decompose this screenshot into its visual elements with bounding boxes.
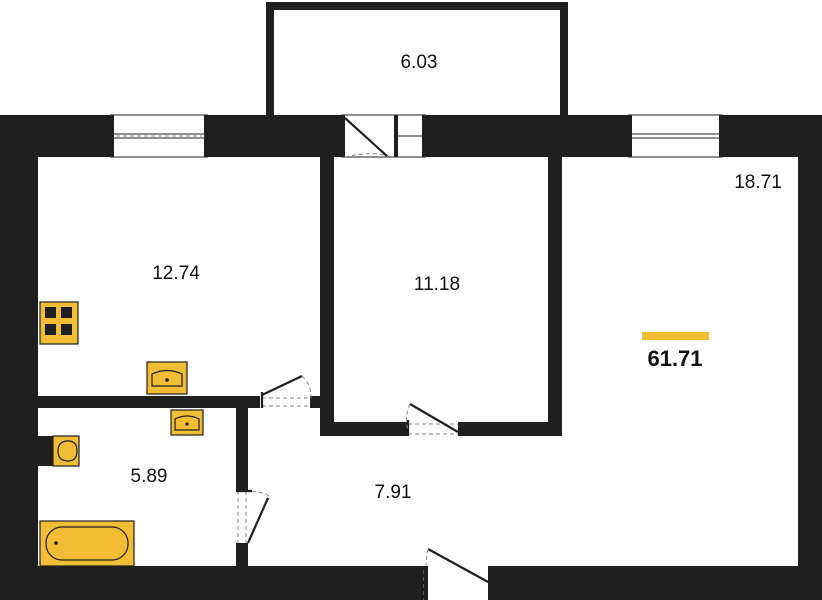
wall-kitchen-bottom	[36, 396, 260, 408]
bedroom-door	[405, 403, 459, 436]
wall-bedroom-bottom-right	[458, 422, 562, 436]
wall-bathroom-right-lower	[236, 543, 248, 569]
total-area-accent-bar	[642, 332, 709, 340]
kitchen-door	[260, 375, 312, 408]
balcony-wall-left	[266, 2, 274, 115]
bottom-wall-left	[0, 566, 424, 600]
interior-walls	[36, 150, 562, 569]
wall-bathroom-right	[236, 396, 248, 491]
bottom-wall-right	[492, 566, 822, 600]
area-kitchen: 12.74	[152, 263, 200, 284]
kitchen-sink-icon	[146, 361, 188, 395]
balcony	[266, 2, 568, 115]
doors	[236, 375, 492, 600]
balcony-wall-top	[266, 2, 568, 10]
entrance-door	[423, 548, 492, 600]
bathroom-sink-icon	[170, 409, 204, 436]
area-hallway: 7.91	[375, 482, 412, 503]
window-living-room	[628, 114, 723, 158]
top-wall-segment-3	[426, 115, 628, 157]
wall-kitchen-bottom-end	[310, 396, 324, 408]
wall-bedroom-living	[548, 150, 562, 436]
room-labels: 6.03 18.71 12.74 11.18 5.89 7.91 61.71	[131, 52, 782, 503]
area-living-room: 18.71	[734, 172, 782, 193]
stove-icon	[39, 301, 79, 345]
bathroom-door	[236, 489, 270, 544]
toilet-icon	[38, 435, 80, 467]
total-area: 61.71	[647, 346, 702, 371]
balcony-wall-right	[560, 2, 568, 115]
windows	[110, 114, 723, 158]
right-wall	[798, 115, 822, 600]
wall-bedroom-bottom-left	[320, 422, 408, 436]
bathtub-icon	[39, 520, 135, 567]
balcony-door	[341, 114, 426, 158]
area-bathroom: 5.89	[131, 466, 168, 487]
wall-kitchen-bedroom	[320, 150, 334, 398]
area-balcony: 6.03	[401, 52, 438, 73]
window-kitchen	[110, 114, 208, 158]
left-wall	[0, 115, 38, 600]
fixtures	[38, 301, 204, 567]
top-wall-segment-2	[208, 115, 341, 157]
area-bedroom: 11.18	[414, 274, 460, 295]
outer-walls	[0, 115, 822, 600]
